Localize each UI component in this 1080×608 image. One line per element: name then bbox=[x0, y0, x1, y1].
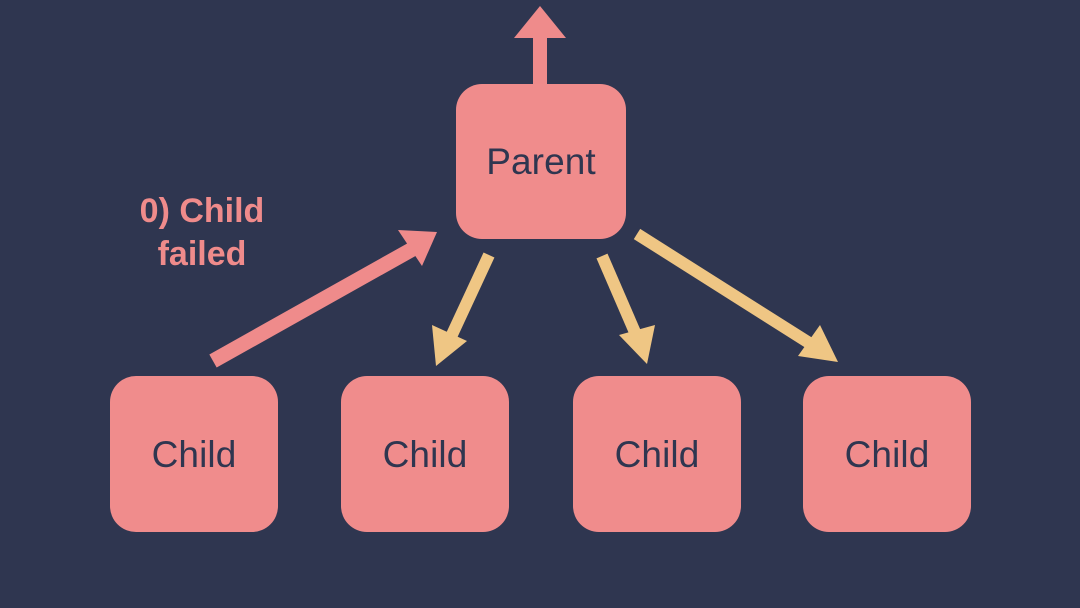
node-child-1[interactable]: Child bbox=[110, 376, 278, 532]
annotation-child-failed: 0) Child failed bbox=[139, 192, 265, 273]
arrow-parent-escalate-up-icon bbox=[514, 6, 566, 88]
node-child-4-label: Child bbox=[844, 433, 930, 475]
node-child-1-label: Child bbox=[151, 433, 237, 475]
node-parent-label: Parent bbox=[486, 141, 596, 182]
node-child-2[interactable]: Child bbox=[341, 376, 509, 532]
arrow-parent-to-child-1-icon bbox=[432, 252, 495, 366]
node-parent[interactable]: Parent bbox=[456, 84, 626, 239]
node-child-3-label: Child bbox=[614, 433, 700, 475]
arrow-parent-to-child-2-icon bbox=[596, 253, 655, 364]
node-child-4[interactable]: Child bbox=[803, 376, 971, 532]
node-child-3[interactable]: Child bbox=[573, 376, 741, 532]
arrow-parent-to-child-3-icon bbox=[633, 228, 838, 362]
node-child-2-label: Child bbox=[382, 433, 468, 475]
